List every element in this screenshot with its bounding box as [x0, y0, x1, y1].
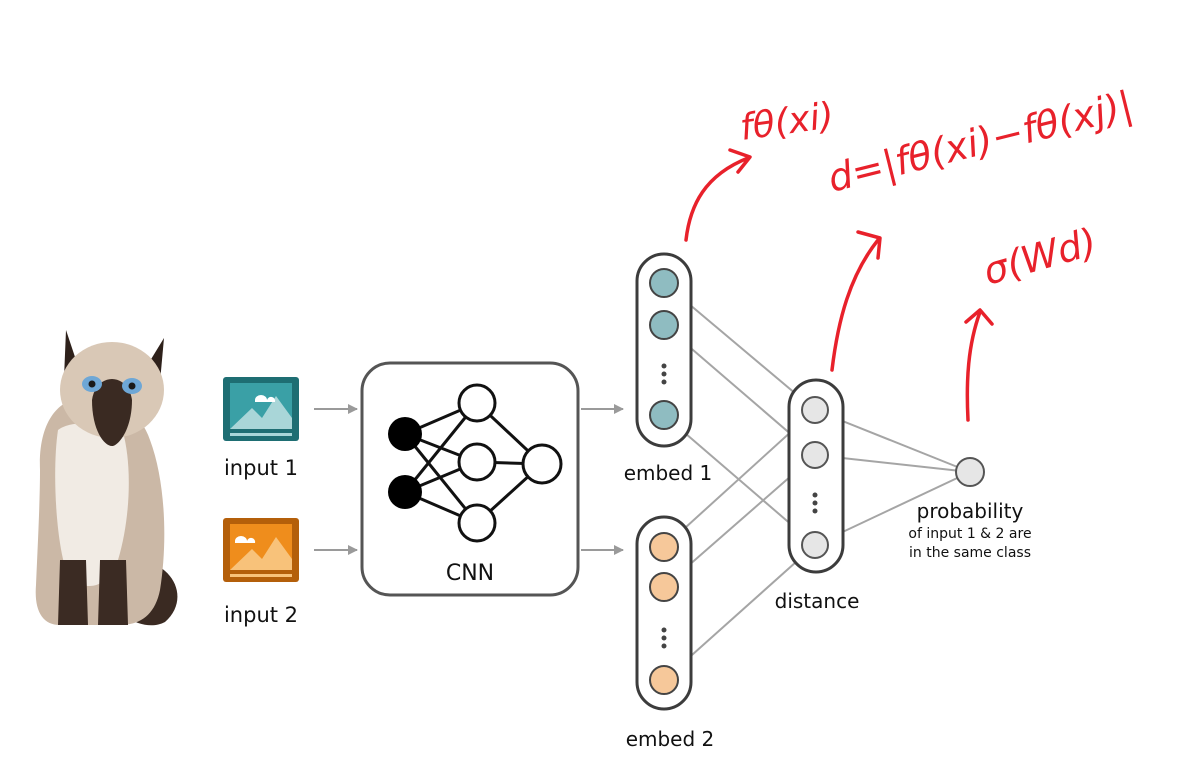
distance-vector [787, 378, 845, 574]
cnn-label: CNN [446, 561, 494, 586]
embed2-label: embed 2 [626, 727, 715, 751]
probability-label: probability [917, 499, 1024, 523]
distance-label: distance [775, 589, 860, 613]
embedding-formula: fθ(xi) [738, 95, 837, 149]
input1-label: input 1 [224, 456, 298, 480]
embed2-vector [635, 515, 693, 711]
embed1-vector [635, 252, 693, 448]
input2-label: input 2 [224, 603, 298, 627]
input1-image-icon [223, 377, 299, 441]
probability-desc-line1: of input 1 & 2 are [908, 526, 1031, 542]
arrow-distance-annotation [830, 238, 880, 372]
cat-photo [35, 330, 178, 626]
probability-desc-line2: in the same class [909, 545, 1031, 561]
distance-formula: d=|fθ(xi)−fθ(xj)| [824, 83, 1138, 202]
input2-image-icon [223, 518, 299, 582]
embed1-label: embed 1 [624, 461, 713, 485]
arrow-probability-annotation [965, 310, 982, 422]
probability-node [955, 457, 985, 487]
cnn-box [360, 361, 580, 597]
output-formula: σ(Wd) [978, 220, 1101, 294]
arrow-embed1-annotation [684, 156, 750, 242]
annotation-arrows [684, 148, 994, 422]
